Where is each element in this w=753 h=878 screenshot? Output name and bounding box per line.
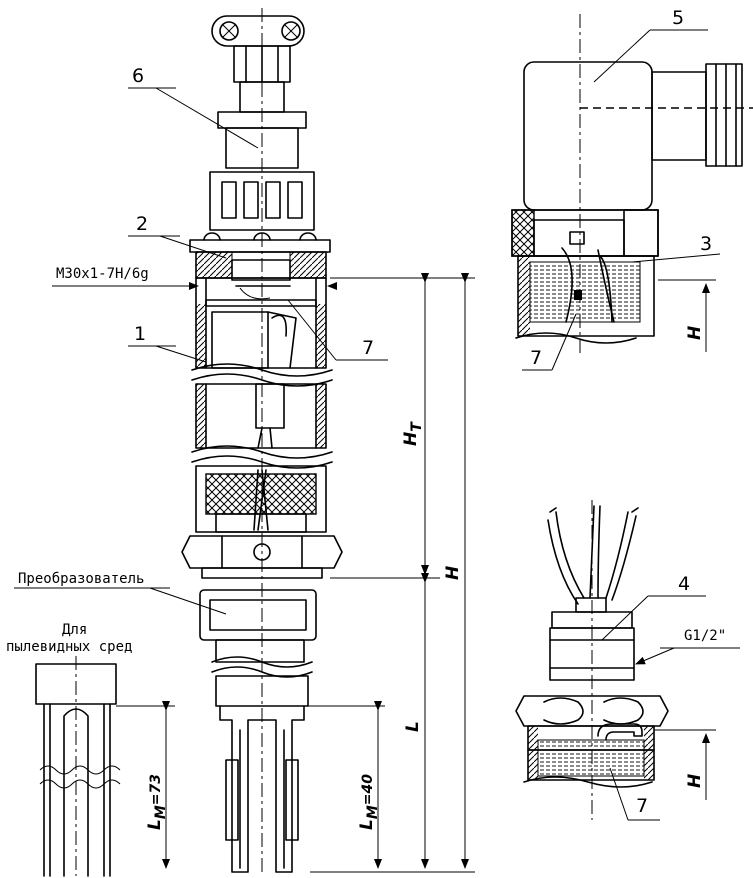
thread-label-main: M30x1-7H/6g bbox=[56, 266, 149, 282]
callout-7-main: 7 bbox=[362, 337, 374, 359]
housing-body bbox=[195, 277, 327, 369]
dim-l-label: L bbox=[403, 721, 423, 732]
transducer-label: Преобразователь bbox=[18, 571, 144, 587]
thread-label-g: G1/2" bbox=[684, 628, 726, 644]
tuning-fork bbox=[215, 675, 309, 873]
callout-1: 1 bbox=[134, 323, 146, 345]
dim-ht-label: H bbox=[401, 432, 421, 446]
dim-h-label: H bbox=[443, 566, 463, 580]
callout-6: 6 bbox=[132, 65, 144, 87]
dusty-label-line2: пылевидных сред bbox=[6, 639, 132, 655]
dim-h-connector: H bbox=[685, 326, 705, 340]
callout-2: 2 bbox=[136, 213, 148, 235]
dim-lm73-value: =73 bbox=[148, 774, 164, 805]
cable-gland bbox=[209, 111, 315, 231]
potting-block bbox=[195, 465, 327, 533]
main-dimensions: HT H L LM=40 bbox=[300, 273, 475, 873]
main-callouts: 6 2 M30x1-7H/6g 1 7 Преобразователь bbox=[14, 65, 388, 615]
dim-lm40-value: =40 bbox=[360, 774, 376, 805]
dusty-media-view: Для пылевидных сред LM=73 bbox=[6, 622, 175, 877]
svg-text:HT: HT bbox=[401, 421, 425, 446]
callout-3: 3 bbox=[700, 233, 712, 255]
transducer-thread bbox=[199, 589, 317, 663]
connector-view: H 5 3 7 bbox=[511, 7, 753, 371]
housing-tube bbox=[195, 383, 327, 449]
dusty-label-line1: Для bbox=[62, 622, 87, 638]
cable-version-view: G1/2" 4 7 H bbox=[515, 500, 740, 821]
dim-lm73-sub: M bbox=[153, 805, 169, 819]
dim-lm73-label: L bbox=[145, 819, 165, 830]
housing-cover bbox=[189, 232, 331, 281]
callout-7-connector: 7 bbox=[530, 347, 542, 369]
dim-lm40-label: L bbox=[357, 819, 377, 830]
svg-text:LM=40: LM=40 bbox=[357, 774, 381, 830]
dim-lm40-sub: M bbox=[365, 805, 381, 819]
callout-7-cable: 7 bbox=[636, 795, 648, 817]
dim-ht-sub: T bbox=[409, 421, 425, 432]
main-sensor-view bbox=[181, 8, 343, 875]
hex-nut bbox=[181, 535, 343, 579]
cable-clamp bbox=[211, 15, 305, 113]
svg-text:LM=73: LM=73 bbox=[145, 774, 169, 830]
callout-4: 4 bbox=[678, 573, 690, 595]
callout-5: 5 bbox=[672, 7, 684, 29]
dim-h-cable: H bbox=[685, 774, 705, 788]
